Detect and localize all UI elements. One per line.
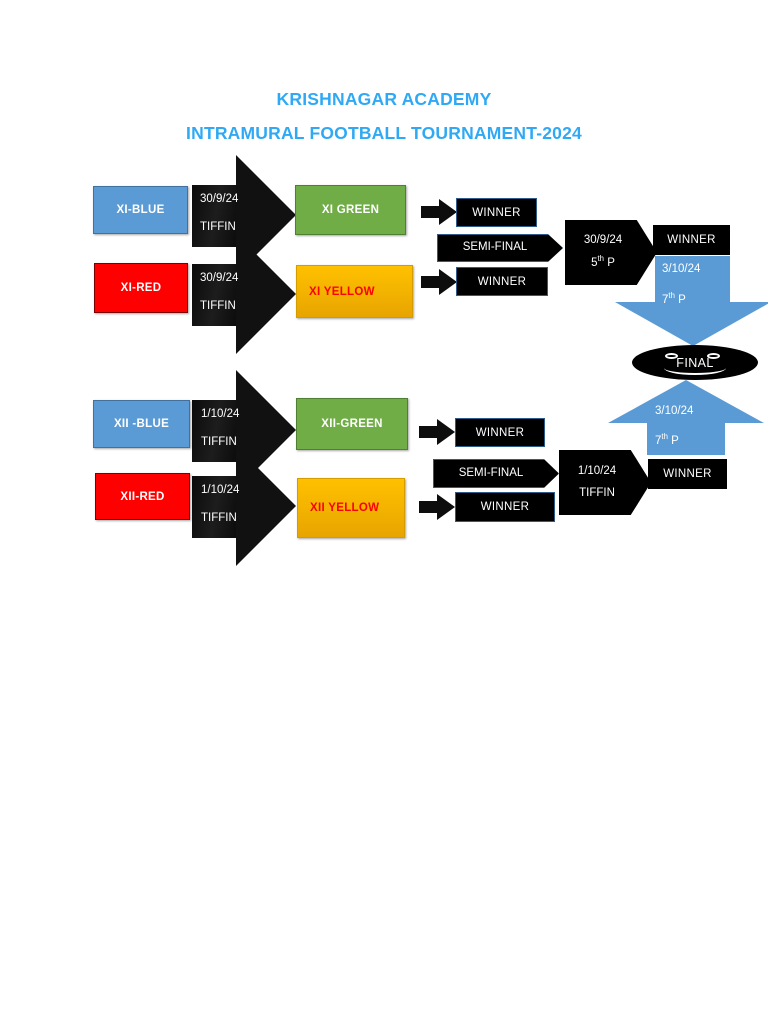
final-eye-left-icon: [665, 353, 678, 359]
match-date: 30/9/24: [200, 272, 239, 284]
slot-suffix: th: [661, 432, 668, 441]
team-label: XI YELLOW: [309, 285, 375, 298]
team-label: XII YELLOW: [310, 502, 380, 514]
team-box-xi-blue[interactable]: XI-BLUE: [93, 186, 188, 234]
arrow-body: [419, 426, 439, 438]
final-node[interactable]: FINAL: [632, 345, 758, 380]
slot-unit: P: [607, 256, 615, 269]
final-smile-icon: [664, 361, 726, 375]
to-final-date: 3/10/24: [662, 263, 701, 275]
slot-number: 5: [591, 256, 598, 269]
team-label: XI-BLUE: [116, 204, 165, 216]
team-box-xi-green[interactable]: XI GREEN: [295, 185, 406, 235]
team-box-xii-green[interactable]: XII-GREEN: [296, 398, 408, 450]
winner-label: WINNER: [663, 468, 712, 480]
semifinal-arrow-xii: SEMI-FINAL: [433, 459, 559, 488]
match-slot: TIFFIN: [201, 436, 237, 448]
slot-suffix: th: [668, 291, 675, 300]
arrow-head: [439, 269, 457, 295]
match-date: 1/10/24: [201, 484, 240, 496]
winner-box-xi-2[interactable]: WINNER: [456, 267, 548, 296]
slot-unit: P: [671, 434, 679, 447]
winner-box-xi-1[interactable]: WINNER: [456, 198, 537, 227]
match-arrow-xi-2: 30/9/24 TIFFIN: [192, 234, 307, 354]
page-title: KRISHNAGAR ACADEMY: [276, 89, 492, 109]
to-final-slot: 7th P: [662, 291, 686, 306]
arrow-head: [437, 419, 455, 445]
arrow-head: [236, 446, 296, 566]
team-label: XI GREEN: [321, 204, 380, 216]
match-date: 1/10/24: [201, 408, 240, 420]
arrow-head: [437, 494, 455, 520]
winner-box-xii-2[interactable]: WINNER: [455, 492, 555, 522]
winner-arrow-xi-1: [421, 199, 457, 225]
match-slot: TIFFIN: [200, 300, 236, 312]
semifinal-match-date: 30/9/24: [583, 234, 623, 247]
arrow-shaft: [647, 422, 725, 455]
winner-label: WINNER: [475, 426, 525, 439]
team-box-xi-yellow[interactable]: XI YELLOW: [296, 265, 413, 318]
arrow-body: [419, 501, 439, 513]
team-label: XI-RED: [120, 282, 162, 294]
winner-arrow-xi-2: [421, 269, 457, 295]
semifinal-match-slot: TIFFIN: [579, 486, 615, 499]
winner-label: WINNER: [667, 234, 716, 246]
to-final-slot: 7th P: [655, 432, 679, 447]
match-arrow-xii-2: 1/10/24 TIFFIN: [192, 446, 307, 566]
winner-box-xii-1[interactable]: WINNER: [455, 418, 545, 447]
semifinal-arrow-xi: SEMI-FINAL: [437, 234, 563, 262]
semifinal-winner-box-xi[interactable]: WINNER: [653, 225, 730, 255]
final-eye-right-icon: [707, 353, 720, 359]
winner-arrow-xii-1: [419, 419, 455, 445]
team-box-xii-blue[interactable]: XII -BLUE: [93, 400, 190, 448]
match-slot: TIFFIN: [200, 221, 236, 233]
arrow-head: [439, 199, 457, 225]
to-final-arrow-xii: 3/10/24 7th P: [608, 380, 764, 458]
team-label: XII -BLUE: [113, 418, 170, 430]
match-date: 30/9/24: [200, 193, 239, 205]
arrow-body: [421, 276, 441, 288]
to-final-date: 3/10/24: [655, 405, 694, 417]
semifinal-label: SEMI-FINAL: [462, 241, 528, 254]
semifinal-match-arrow-xi: 30/9/24 5th P: [565, 220, 657, 285]
page-subtitle: INTRAMURAL FOOTBALL TOURNAMENT-2024: [186, 123, 582, 143]
semifinal-match-arrow-xii: 1/10/24 TIFFIN: [559, 450, 651, 515]
slot-suffix: th: [597, 254, 605, 264]
team-label: XII-RED: [120, 490, 165, 503]
semifinal-winner-box-xii[interactable]: WINNER: [648, 459, 727, 489]
arrow-body: [421, 206, 441, 218]
winner-arrow-xii-2: [419, 494, 455, 520]
slot-unit: P: [678, 293, 686, 306]
semifinal-label: SEMI-FINAL: [458, 466, 524, 479]
slot-number: 7: [655, 434, 662, 447]
final-label: FINAL: [676, 355, 714, 370]
team-box-xi-red[interactable]: XI-RED: [94, 263, 188, 313]
arrow-head: [608, 380, 764, 423]
arrow-head: [236, 234, 296, 354]
semifinal-match-slot: 5th P: [591, 252, 615, 275]
slot-number: 7: [662, 293, 669, 306]
winner-label: WINNER: [477, 275, 527, 288]
arrow-shaft: [655, 256, 730, 304]
team-box-xii-yellow[interactable]: XII YELLOW: [297, 478, 405, 538]
winner-label: WINNER: [480, 501, 530, 513]
team-label: XII-GREEN: [321, 418, 383, 430]
to-final-arrow-xi: 3/10/24 7th P: [612, 256, 768, 346]
team-box-xii-red[interactable]: XII-RED: [95, 473, 190, 520]
match-slot: TIFFIN: [201, 512, 237, 524]
arrow-head: [615, 302, 768, 346]
semifinal-match-date: 1/10/24: [577, 464, 617, 477]
winner-label: WINNER: [472, 206, 521, 219]
